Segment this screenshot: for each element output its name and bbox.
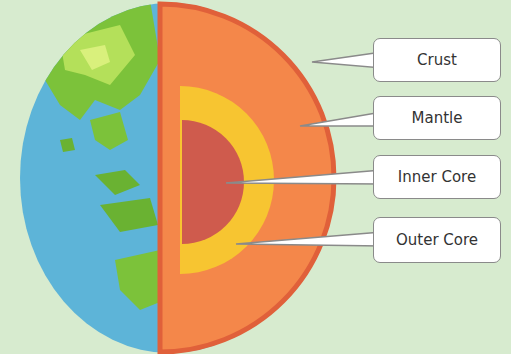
layer-label: Inner Core bbox=[398, 168, 476, 186]
callout-box: Inner Core bbox=[373, 155, 501, 199]
layer-label: Crust bbox=[417, 51, 457, 69]
callout-pointers bbox=[226, 52, 382, 246]
layer-label: Mantle bbox=[412, 109, 463, 127]
callout-box: Crust bbox=[373, 38, 501, 82]
layer-label: Outer Core bbox=[396, 231, 478, 249]
continents bbox=[30, 0, 165, 310]
callout-box: Outer Core bbox=[373, 217, 501, 263]
callout-box: Mantle bbox=[373, 96, 501, 140]
